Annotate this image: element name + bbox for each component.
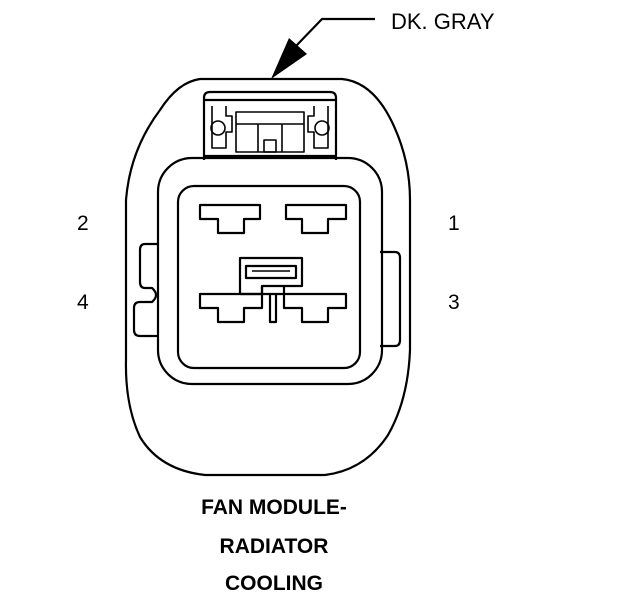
wire-color-leader [271, 17, 375, 79]
pin-label-3: 3 [448, 291, 460, 314]
cavity-inner-wall [176, 184, 362, 370]
wire-color-label: DK. GRAY [391, 9, 495, 34]
connector-housing [124, 77, 412, 477]
pin-label-4: 4 [77, 291, 89, 314]
locking-tab [202, 90, 338, 160]
terminal-pin-2 [198, 203, 262, 235]
connector-title-line-2: RADIATOR [220, 535, 329, 558]
center-key [238, 256, 304, 324]
pin-label-1: 1 [448, 212, 460, 235]
terminal-pin-1 [284, 203, 348, 235]
cavity-outer-wall [156, 156, 384, 386]
terminal-pin-3 [282, 292, 348, 324]
right-side-rib [380, 250, 402, 348]
terminal-pin-4 [198, 292, 264, 324]
left-side-rib [132, 242, 158, 338]
connector-title-line-3: COOLING [225, 572, 323, 595]
leader-arrowhead [271, 38, 307, 79]
pin-label-2: 2 [77, 212, 89, 235]
connector-title-line-1: FAN MODULE- [201, 496, 347, 519]
